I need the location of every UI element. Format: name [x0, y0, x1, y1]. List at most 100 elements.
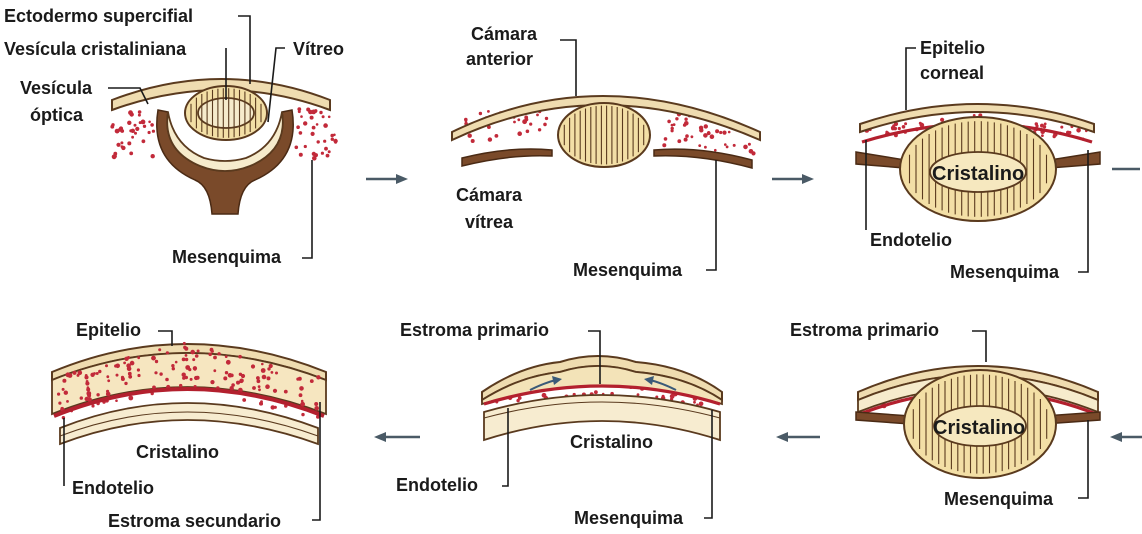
- mesenchyme-cell: [710, 134, 715, 139]
- mesenchyme-cell: [239, 373, 242, 376]
- mesenchyme-cell: [256, 376, 260, 380]
- optic-cup-left-arm: [462, 149, 552, 166]
- mesenchyme-cell: [143, 125, 146, 128]
- mesenchyme-cell: [749, 149, 754, 154]
- label-mesenchyme: Mesenquima: [573, 260, 683, 280]
- mesenchyme-cell: [306, 108, 310, 112]
- mesenchyme-cell: [543, 123, 547, 127]
- mesenchyme-cell: [748, 143, 751, 146]
- mesenchyme-cell: [334, 141, 337, 144]
- mesenchyme-cell: [1040, 124, 1044, 128]
- mesenchyme-cell: [312, 152, 316, 156]
- mesenchyme-cell: [251, 364, 255, 368]
- mesenchyme-cell: [127, 366, 132, 371]
- mesenchyme-cell: [495, 134, 499, 138]
- lens: [558, 103, 650, 167]
- mesenchyme-cell: [124, 382, 127, 385]
- mesenchyme-cell: [704, 146, 707, 149]
- optic-cup-right-arm: [654, 149, 752, 168]
- mesenchyme-cell: [328, 116, 331, 119]
- mesenchyme-cell: [179, 384, 182, 387]
- mesenchyme-cell: [258, 388, 261, 391]
- mesenchyme-cell: [722, 131, 726, 135]
- stage-6-mature-cornea: Cristalino Epitelio Endotelio Estroma se…: [52, 320, 326, 531]
- mesenchyme-cell: [194, 368, 197, 371]
- mesenchyme-cell: [57, 393, 60, 396]
- mesenchyme-cell: [194, 376, 198, 380]
- mesenchyme-cell: [698, 144, 701, 147]
- mesenchyme-cell: [78, 370, 83, 375]
- mesenchyme-cell: [904, 122, 907, 125]
- mesenchyme-cell: [138, 110, 142, 114]
- mesenchyme-cell: [183, 342, 186, 345]
- mesenchyme-cell: [152, 130, 155, 133]
- arrow-left: [776, 432, 820, 442]
- leader-line: [906, 48, 916, 110]
- arrow-right: [366, 174, 408, 184]
- mesenchyme-cell: [87, 394, 91, 398]
- mesenchyme-cell: [66, 400, 69, 403]
- mesenchyme-cell: [488, 137, 492, 141]
- mesenchyme-cell: [121, 146, 125, 150]
- mesenchyme-cell: [715, 129, 719, 133]
- mesenchyme-cell: [331, 138, 334, 141]
- label-corneal-epithelium-line2: corneal: [920, 63, 984, 83]
- mesenchyme-cell: [213, 356, 217, 360]
- mesenchyme-cell: [594, 390, 598, 394]
- mesenchyme-cell: [114, 155, 117, 158]
- iris-left: [856, 152, 905, 168]
- mesenchyme-cell: [296, 125, 300, 129]
- mesenchyme-cell: [326, 154, 330, 158]
- mesenchyme-cell: [664, 137, 668, 141]
- mesenchyme-cell: [684, 138, 688, 142]
- label-epithelium: Epitelio: [76, 320, 141, 340]
- mesenchyme-cell: [107, 379, 110, 382]
- mesenchyme-cell: [85, 381, 89, 385]
- mesenchyme-cell: [468, 134, 472, 138]
- mesenchyme-cell: [271, 371, 274, 374]
- mesenchyme-cell: [68, 373, 73, 378]
- mesenchyme-cell: [96, 393, 99, 396]
- label-surface-ectoderm: Ectodermo supercifial: [4, 6, 193, 26]
- mesenchyme-cell: [80, 396, 83, 399]
- label-mesenchyme: Mesenquima: [950, 262, 1060, 282]
- mesenchyme-cell: [127, 356, 130, 359]
- label-lens: Cristalino: [136, 442, 219, 462]
- mesenchyme-cell: [699, 402, 704, 407]
- mesenchyme-cell: [120, 141, 123, 144]
- mesenchyme-cell: [545, 117, 548, 120]
- mesenchyme-cell: [298, 110, 301, 113]
- mesenchyme-cell: [190, 350, 195, 355]
- mesenchyme-cell: [538, 128, 541, 131]
- mesenchyme-cell: [299, 386, 304, 391]
- mesenchyme-cell: [127, 141, 131, 145]
- mesenchyme-cell: [84, 375, 88, 379]
- leader-line: [706, 160, 716, 270]
- mesenchyme-cell: [105, 364, 108, 367]
- mesenchyme-cell: [328, 150, 331, 153]
- mesenchyme-cell: [312, 156, 317, 161]
- mesenchyme-cell: [693, 401, 696, 404]
- arrow-right: [772, 174, 814, 184]
- mesenchyme-cell: [225, 371, 228, 374]
- mesenchyme-dots: [110, 110, 155, 159]
- mesenchyme-cell: [128, 375, 132, 379]
- stage-3-cornea-formation: Cristalino Epitelio corneal Endotelio Me…: [856, 38, 1100, 282]
- label-anterior-chamber-line1: Cámara: [471, 24, 538, 44]
- mesenchyme-cell: [662, 143, 666, 147]
- leader-line: [302, 160, 312, 258]
- leader-line: [1078, 150, 1088, 272]
- mesenchyme-cell: [719, 131, 722, 134]
- mesenchyme-cell: [210, 348, 214, 352]
- mesenchyme-cell: [673, 123, 676, 126]
- mesenchyme-cell: [116, 143, 120, 147]
- mesenchyme-cell: [141, 120, 146, 125]
- label-optic-vesicle-line2: óptica: [30, 105, 84, 125]
- mesenchyme-cell: [714, 149, 717, 152]
- mesenchyme-cell: [704, 124, 708, 128]
- mesenchyme-cell: [301, 413, 304, 416]
- mesenchyme-cell: [225, 355, 228, 358]
- mesenchyme-cell: [317, 140, 320, 143]
- label-mesenchyme: Mesenquima: [172, 247, 282, 267]
